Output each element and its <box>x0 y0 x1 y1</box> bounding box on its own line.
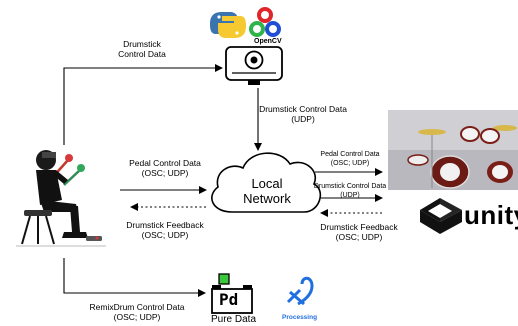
unity-drumkit-render <box>388 110 518 190</box>
network-feedback-to-drummer-arrow <box>130 203 206 211</box>
opencv-logo-icon <box>249 7 281 37</box>
drumstick-control-udp-label: Drumstick Control Data (UDP) <box>259 104 347 124</box>
pure-data-label: Pure Data <box>211 314 257 325</box>
drumstick-feedback-left-label: Drumstick Feedback (OSC; UDP) <box>126 220 204 240</box>
opencv-label: OpenCV <box>254 38 282 45</box>
drumstick-to-camera-connector <box>63 64 223 145</box>
camera-icon <box>225 46 283 85</box>
drummer-illustration <box>16 150 106 247</box>
pd-logo-text: Pd <box>219 290 239 309</box>
pedal-control-left-label: Pedal Control Data (OSC; UDP) <box>129 158 201 178</box>
drumstick-control-label: Drumstick Control Data <box>118 39 166 59</box>
unity-logo-icon <box>420 198 462 234</box>
drummer-to-puredata-connector <box>63 258 206 297</box>
puredata-logo-icon <box>211 273 253 314</box>
remixdrum-control-label: RemixDrum Control Data (OSC; UDP) <box>89 302 185 322</box>
unity-wordmark: unity <box>464 200 518 230</box>
pedal-control-right-label: Pedal Control Data (OSC; UDP) <box>320 151 380 167</box>
drumstick-control-right-label: Drumstick Control Data (UDP) <box>313 183 387 199</box>
processing-label: Processing <box>282 314 318 321</box>
local-network-cloud <box>211 152 322 213</box>
python-logo-icon <box>210 12 246 38</box>
processing-logo-icon <box>286 276 314 306</box>
unity-feedback-to-network-arrow <box>320 209 382 217</box>
local-network-label: Local Network <box>243 176 291 206</box>
drumstick-feedback-right-label: Drumstick Feedback (OSC; UDP) <box>320 222 398 242</box>
